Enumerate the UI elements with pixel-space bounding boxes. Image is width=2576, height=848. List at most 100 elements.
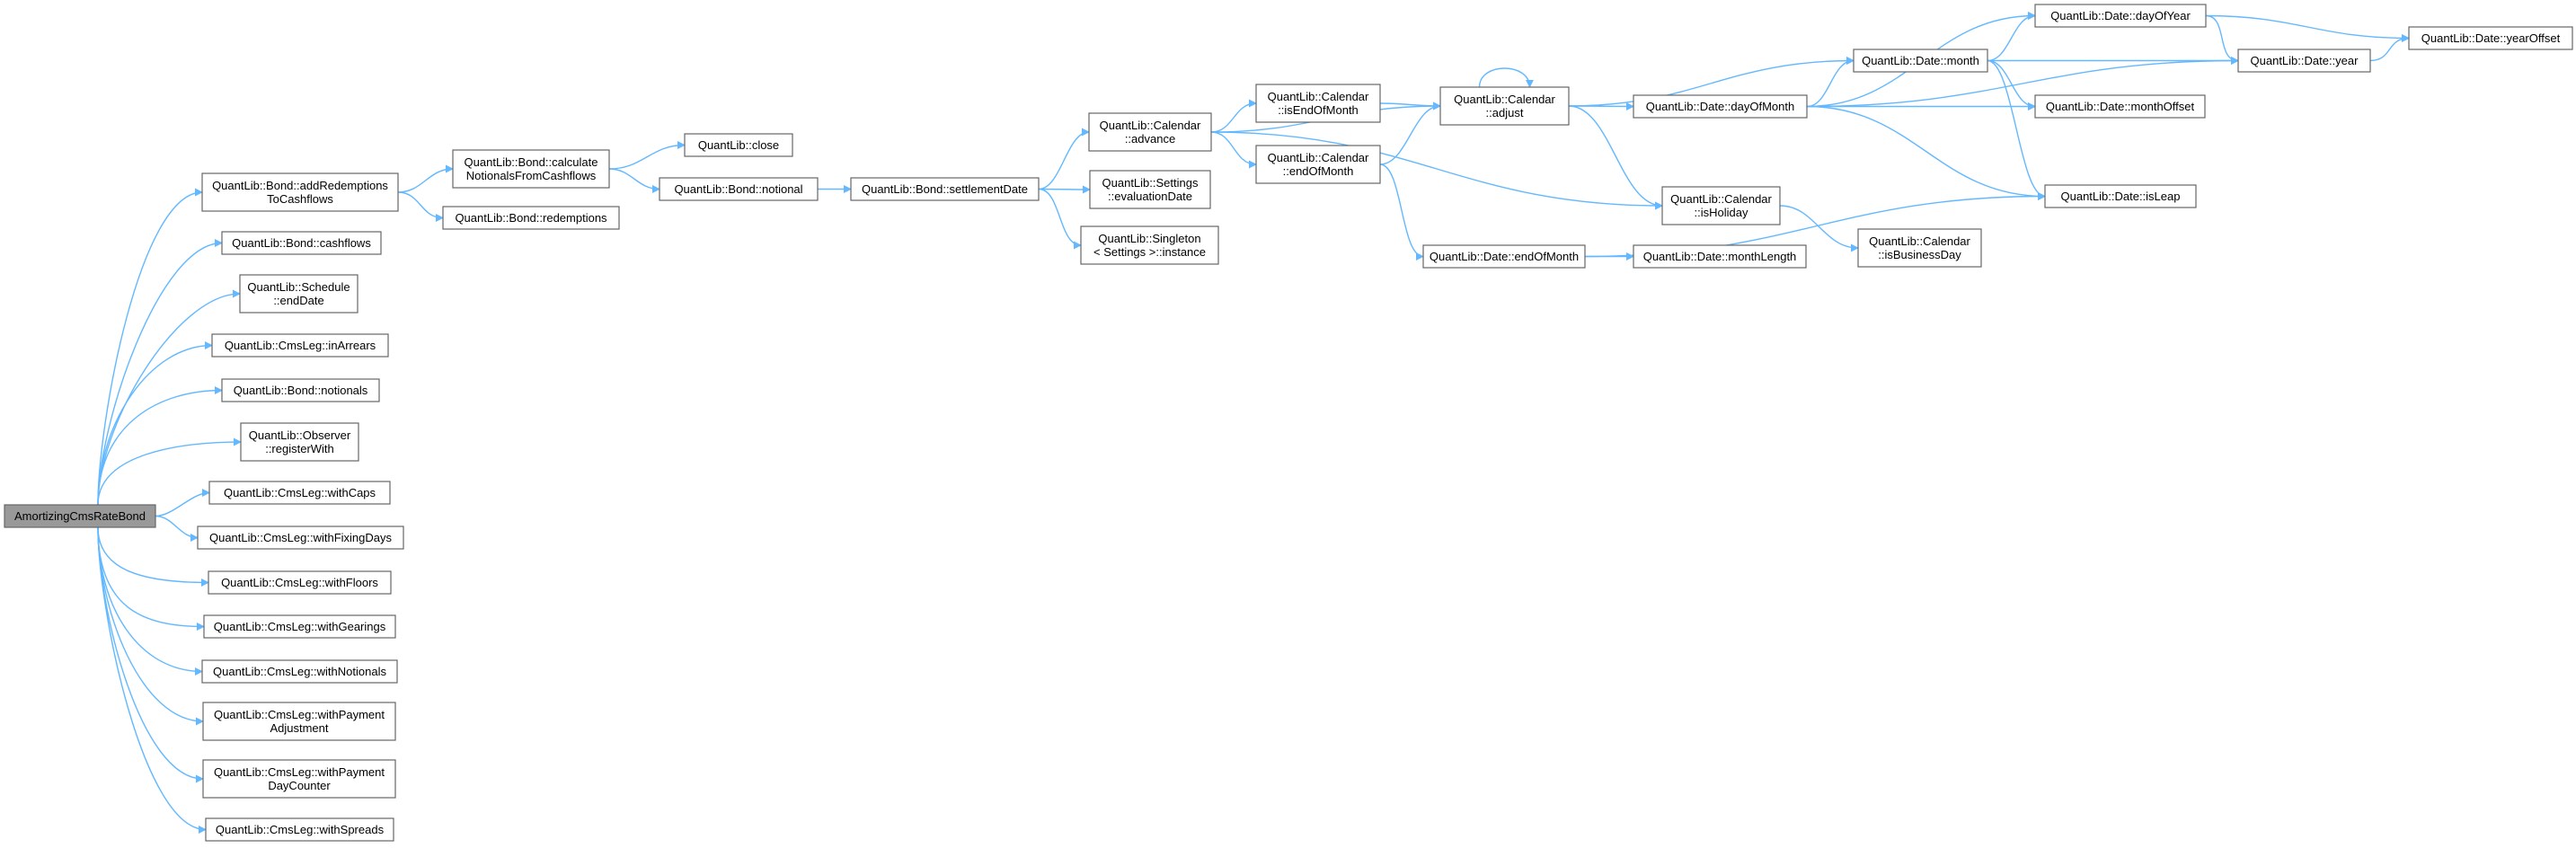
node-label: QuantLib::CmsLeg::withCaps [224, 486, 376, 499]
node-isEndOfMonth[interactable]: QuantLib::Calendar::isEndOfMonth [1255, 84, 1381, 123]
node-label: QuantLib::Bond::calculate [465, 155, 598, 169]
node-instance[interactable]: QuantLib::Singleton< Settings >::instanc… [1080, 225, 1219, 265]
node-inArrears[interactable]: QuantLib::CmsLeg::inArrears [211, 333, 389, 358]
node-label: QuantLib::Date::isLeap [2061, 190, 2181, 203]
node-withCaps[interactable]: QuantLib::CmsLeg::withCaps [208, 481, 391, 505]
edge-month-to-monthOffset [1987, 59, 2036, 110]
node-calEndOfMonth[interactable]: QuantLib::Calendar::endOfMonth [1255, 145, 1381, 184]
node-box [1857, 228, 1982, 268]
node-adjust[interactable]: QuantLib::Calendar::adjust [1439, 86, 1570, 126]
node-withFloors[interactable]: QuantLib::CmsLeg::withFloors [208, 570, 392, 595]
node-box [2237, 49, 2371, 73]
node-box [240, 422, 359, 462]
node-label: QuantLib::CmsLeg::withFixingDays [209, 531, 393, 544]
node-isLeap[interactable]: QuantLib::Date::isLeap [2044, 184, 2197, 208]
node-endDate[interactable]: QuantLib::Schedule::endDate [239, 274, 359, 314]
node-dayOfMonth[interactable]: QuantLib::Date::dayOfMonth [1633, 94, 1808, 119]
edge-adjust-to-isHoliday [1568, 105, 1663, 210]
edge-root-to-withSpreads [97, 526, 207, 834]
node-isBusinessDay[interactable]: QuantLib::Calendar::isBusinessDay [1857, 228, 1982, 268]
node-label: QuantLib::Calendar [1670, 192, 1772, 206]
node-notionals[interactable]: QuantLib::Bond::notionals [221, 378, 380, 402]
node-box [1255, 84, 1381, 123]
node-box [201, 172, 399, 212]
node-yearOffset[interactable]: QuantLib::Date::yearOffset [2408, 26, 2573, 50]
node-box [1853, 49, 1988, 73]
node-monthLength[interactable]: QuantLib::Date::monthLength [1633, 244, 1807, 269]
edge-dayOfMonth-to-year [1806, 57, 2239, 108]
node-monthOffset[interactable]: QuantLib::Date::monthOffset [2034, 94, 2206, 119]
node-label: ::evaluationDate [1108, 190, 1192, 203]
edge-calEndOfMonth-to-adjust [1379, 102, 1441, 165]
node-dayOfYear[interactable]: QuantLib::Date::dayOfYear [2034, 4, 2207, 28]
edge-root-to-registerWith [97, 437, 242, 506]
edge-root-to-withGearings [97, 526, 205, 631]
node-label: ::registerWith [265, 442, 334, 455]
node-box [202, 759, 396, 799]
node-calcNotionals[interactable]: QuantLib::Bond::calculateNotionalsFromCa… [452, 149, 610, 189]
node-evaluationDate[interactable]: QuantLib::Settings::evaluationDate [1089, 170, 1211, 209]
node-label: ::endOfMonth [1283, 164, 1354, 178]
node-dateEndOfMonth[interactable]: QuantLib::Date::endOfMonth [1422, 244, 1586, 269]
node-label: Adjustment [270, 721, 328, 735]
node-box [452, 149, 610, 189]
node-box [205, 817, 394, 842]
node-label: QuantLib::CmsLeg::withFloors [221, 576, 378, 589]
node-cashflows[interactable]: QuantLib::Bond::cashflows [221, 231, 382, 255]
edge-dayOfMonth-to-month [1806, 57, 1855, 108]
node-box [201, 659, 398, 684]
edge-root-to-withCaps [155, 489, 210, 517]
node-box [850, 177, 1040, 201]
node-box [684, 133, 793, 157]
node-label: QuantLib::Settings [1102, 176, 1199, 190]
node-label: ::advance [1125, 132, 1175, 146]
edge-adjust-to-month [1568, 57, 1855, 107]
edge-dayOfMonth-to-isLeap [1806, 105, 2046, 200]
node-label: QuantLib::Date::monthOffset [2046, 100, 2195, 113]
node-box [442, 206, 620, 230]
edge-month-to-dayOfYear [1987, 12, 2036, 62]
node-redemptions[interactable]: QuantLib::Bond::redemptions [442, 206, 620, 230]
node-box [197, 526, 404, 550]
node-box [1661, 186, 1781, 225]
node-addRed[interactable]: QuantLib::Bond::addRedemptionsToCashflow… [201, 172, 399, 212]
node-advance[interactable]: QuantLib::Calendar::advance [1088, 112, 1212, 152]
edges-layer [97, 12, 2410, 834]
node-registerWith[interactable]: QuantLib::Observer::registerWith [240, 422, 359, 462]
node-month[interactable]: QuantLib::Date::month [1853, 49, 1988, 73]
node-withFixingDays[interactable]: QuantLib::CmsLeg::withFixingDays [197, 526, 404, 550]
node-isHoliday[interactable]: QuantLib::Calendar::isHoliday [1661, 186, 1781, 225]
node-label: QuantLib::Singleton [1098, 232, 1200, 245]
node-root[interactable]: AmortizingCmsRateBond [4, 504, 156, 528]
edge-root-to-cashflows [97, 239, 223, 506]
edge-year-to-yearOffset [2369, 34, 2410, 62]
node-box [211, 333, 389, 358]
node-label: QuantLib::Schedule [247, 280, 350, 294]
node-label: QuantLib::Bond::notional [674, 182, 802, 196]
node-box [2044, 184, 2197, 208]
edge-root-to-withFloors [97, 526, 209, 587]
node-settlementDate[interactable]: QuantLib::Bond::settlementDate [850, 177, 1040, 201]
node-box [1422, 244, 1586, 269]
node-label: DayCounter [268, 779, 331, 792]
node-label: QuantLib::Bond::notionals [234, 384, 368, 397]
node-box [659, 177, 819, 201]
node-box [1633, 94, 1808, 119]
edge-adjust-to-dayOfMonth [1568, 102, 1634, 110]
node-withGearings[interactable]: QuantLib::CmsLeg::withGearings [203, 614, 396, 639]
node-year[interactable]: QuantLib::Date::year [2237, 49, 2371, 73]
node-withSpreads[interactable]: QuantLib::CmsLeg::withSpreads [205, 817, 394, 842]
node-label: ::adjust [1486, 106, 1524, 119]
node-label: QuantLib::CmsLeg::withGearings [214, 620, 386, 633]
node-label: ::isBusinessDay [1878, 248, 1961, 261]
node-label: QuantLib::Date::yearOffset [2421, 31, 2561, 45]
node-label: QuantLib::Calendar [1454, 93, 1555, 106]
node-notional[interactable]: QuantLib::Bond::notional [659, 177, 819, 201]
node-close[interactable]: QuantLib::close [684, 133, 793, 157]
edge-advance-to-isHoliday [1210, 131, 1663, 210]
node-withNotionals[interactable]: QuantLib::CmsLeg::withNotionals [201, 659, 398, 684]
node-box [2408, 26, 2573, 50]
